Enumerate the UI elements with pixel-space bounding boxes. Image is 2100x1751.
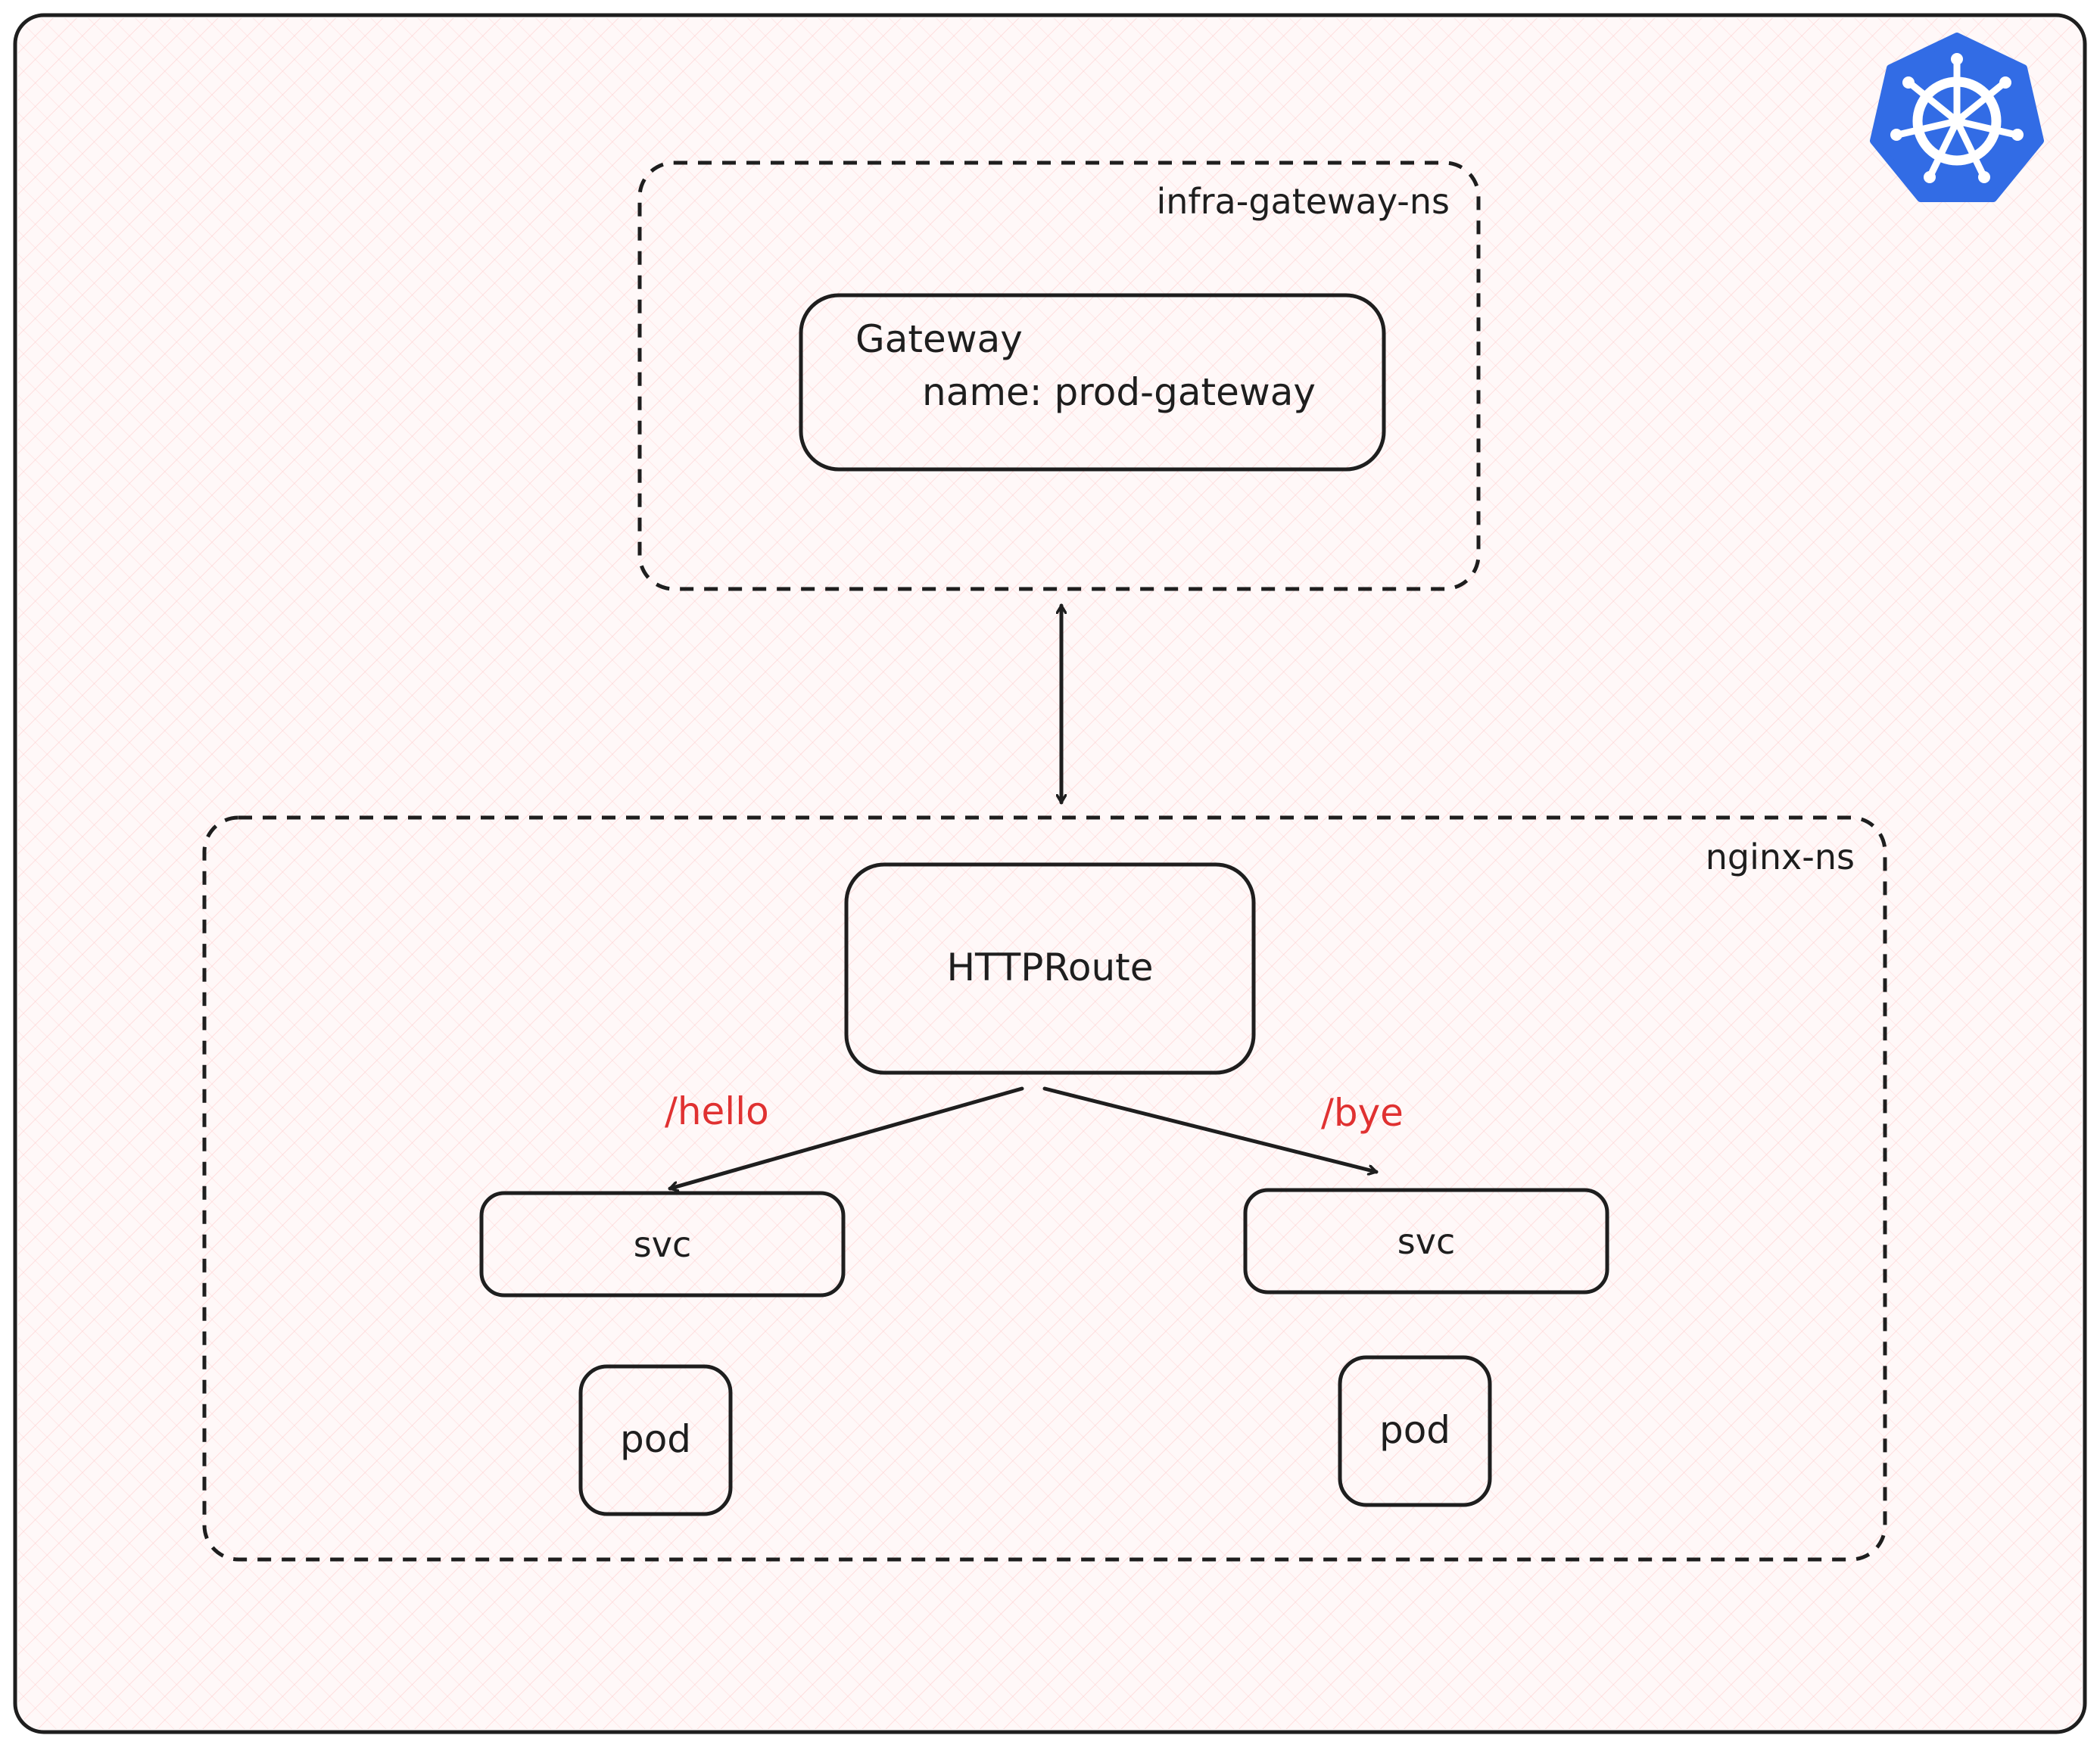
svc-box-hello <box>479 1191 846 1298</box>
httproute-node: HTTPRoute <box>844 862 1256 1075</box>
namespace-nginx-border <box>202 815 1887 1562</box>
gateway-name-label: name: prod-gateway <box>922 370 1316 414</box>
namespace-infra-gateway-label: infra-gateway-ns <box>1157 181 1450 222</box>
route-arrow-bye <box>1042 1086 1379 1172</box>
svc-label-hello: svc <box>634 1224 691 1265</box>
namespace-infra-gateway: infra-gateway-ns <box>637 160 1481 591</box>
pod-node-bye: pod <box>1338 1355 1492 1507</box>
gateway-node: Gateway name: prod-gateway <box>799 293 1386 472</box>
namespace-nginx-label: nginx-ns <box>1706 837 1855 877</box>
svc-node-hello: svc <box>479 1191 846 1298</box>
namespace-infra-gateway-border <box>637 160 1481 591</box>
svc-label-bye: svc <box>1397 1221 1455 1262</box>
route-label-bye: /bye <box>1321 1091 1404 1135</box>
background-hatch <box>18 18 2082 1729</box>
pod-node-hello: pod <box>578 1364 733 1516</box>
pod-label-hello: pod <box>620 1417 691 1461</box>
httproute-box <box>844 862 1256 1075</box>
route-label-hello: /hello <box>665 1089 769 1133</box>
pod-box-bye <box>1338 1355 1492 1507</box>
svc-node-bye: svc <box>1243 1188 1609 1295</box>
pod-box-hello <box>578 1364 733 1516</box>
route-arrow-hello <box>668 1086 1024 1189</box>
gateway-box <box>799 293 1386 472</box>
httproute-label: HTTPRoute <box>946 946 1153 989</box>
kubernetes-icon <box>1870 33 2044 202</box>
namespace-nginx: nginx-ns <box>202 815 1887 1562</box>
svc-box-bye <box>1243 1188 1609 1295</box>
gateway-kind-label: Gateway <box>855 317 1023 361</box>
pod-label-bye: pod <box>1379 1408 1450 1452</box>
